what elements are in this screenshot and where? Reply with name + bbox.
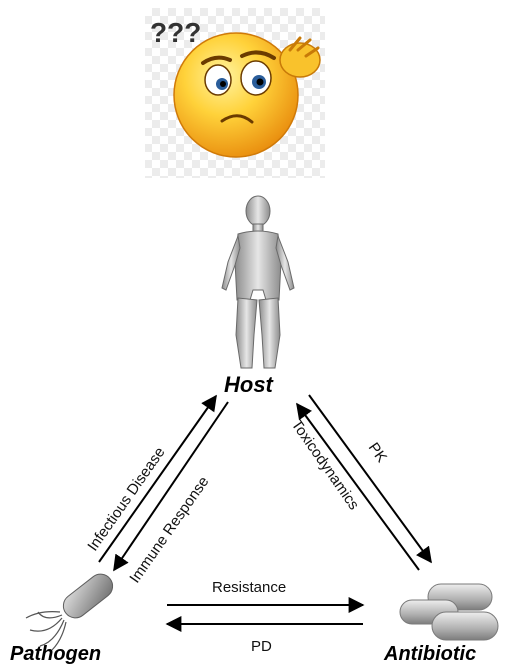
- pills-icon: [400, 584, 498, 640]
- bacterium-icon: [26, 569, 117, 650]
- resistance-label: Resistance: [212, 579, 286, 596]
- confused-emoji: ???: [145, 8, 325, 178]
- arrow-toxicodynamics: [297, 404, 419, 570]
- host-label: Host: [224, 372, 275, 397]
- pd-label: PD: [251, 638, 272, 655]
- human-figure-icon: [222, 196, 294, 368]
- toxicodynamics-label: Toxicodynamics: [288, 417, 363, 513]
- antibiotic-label: Antibiotic: [383, 643, 476, 665]
- pk-label: PK: [365, 440, 390, 466]
- question-marks: ???: [150, 17, 201, 48]
